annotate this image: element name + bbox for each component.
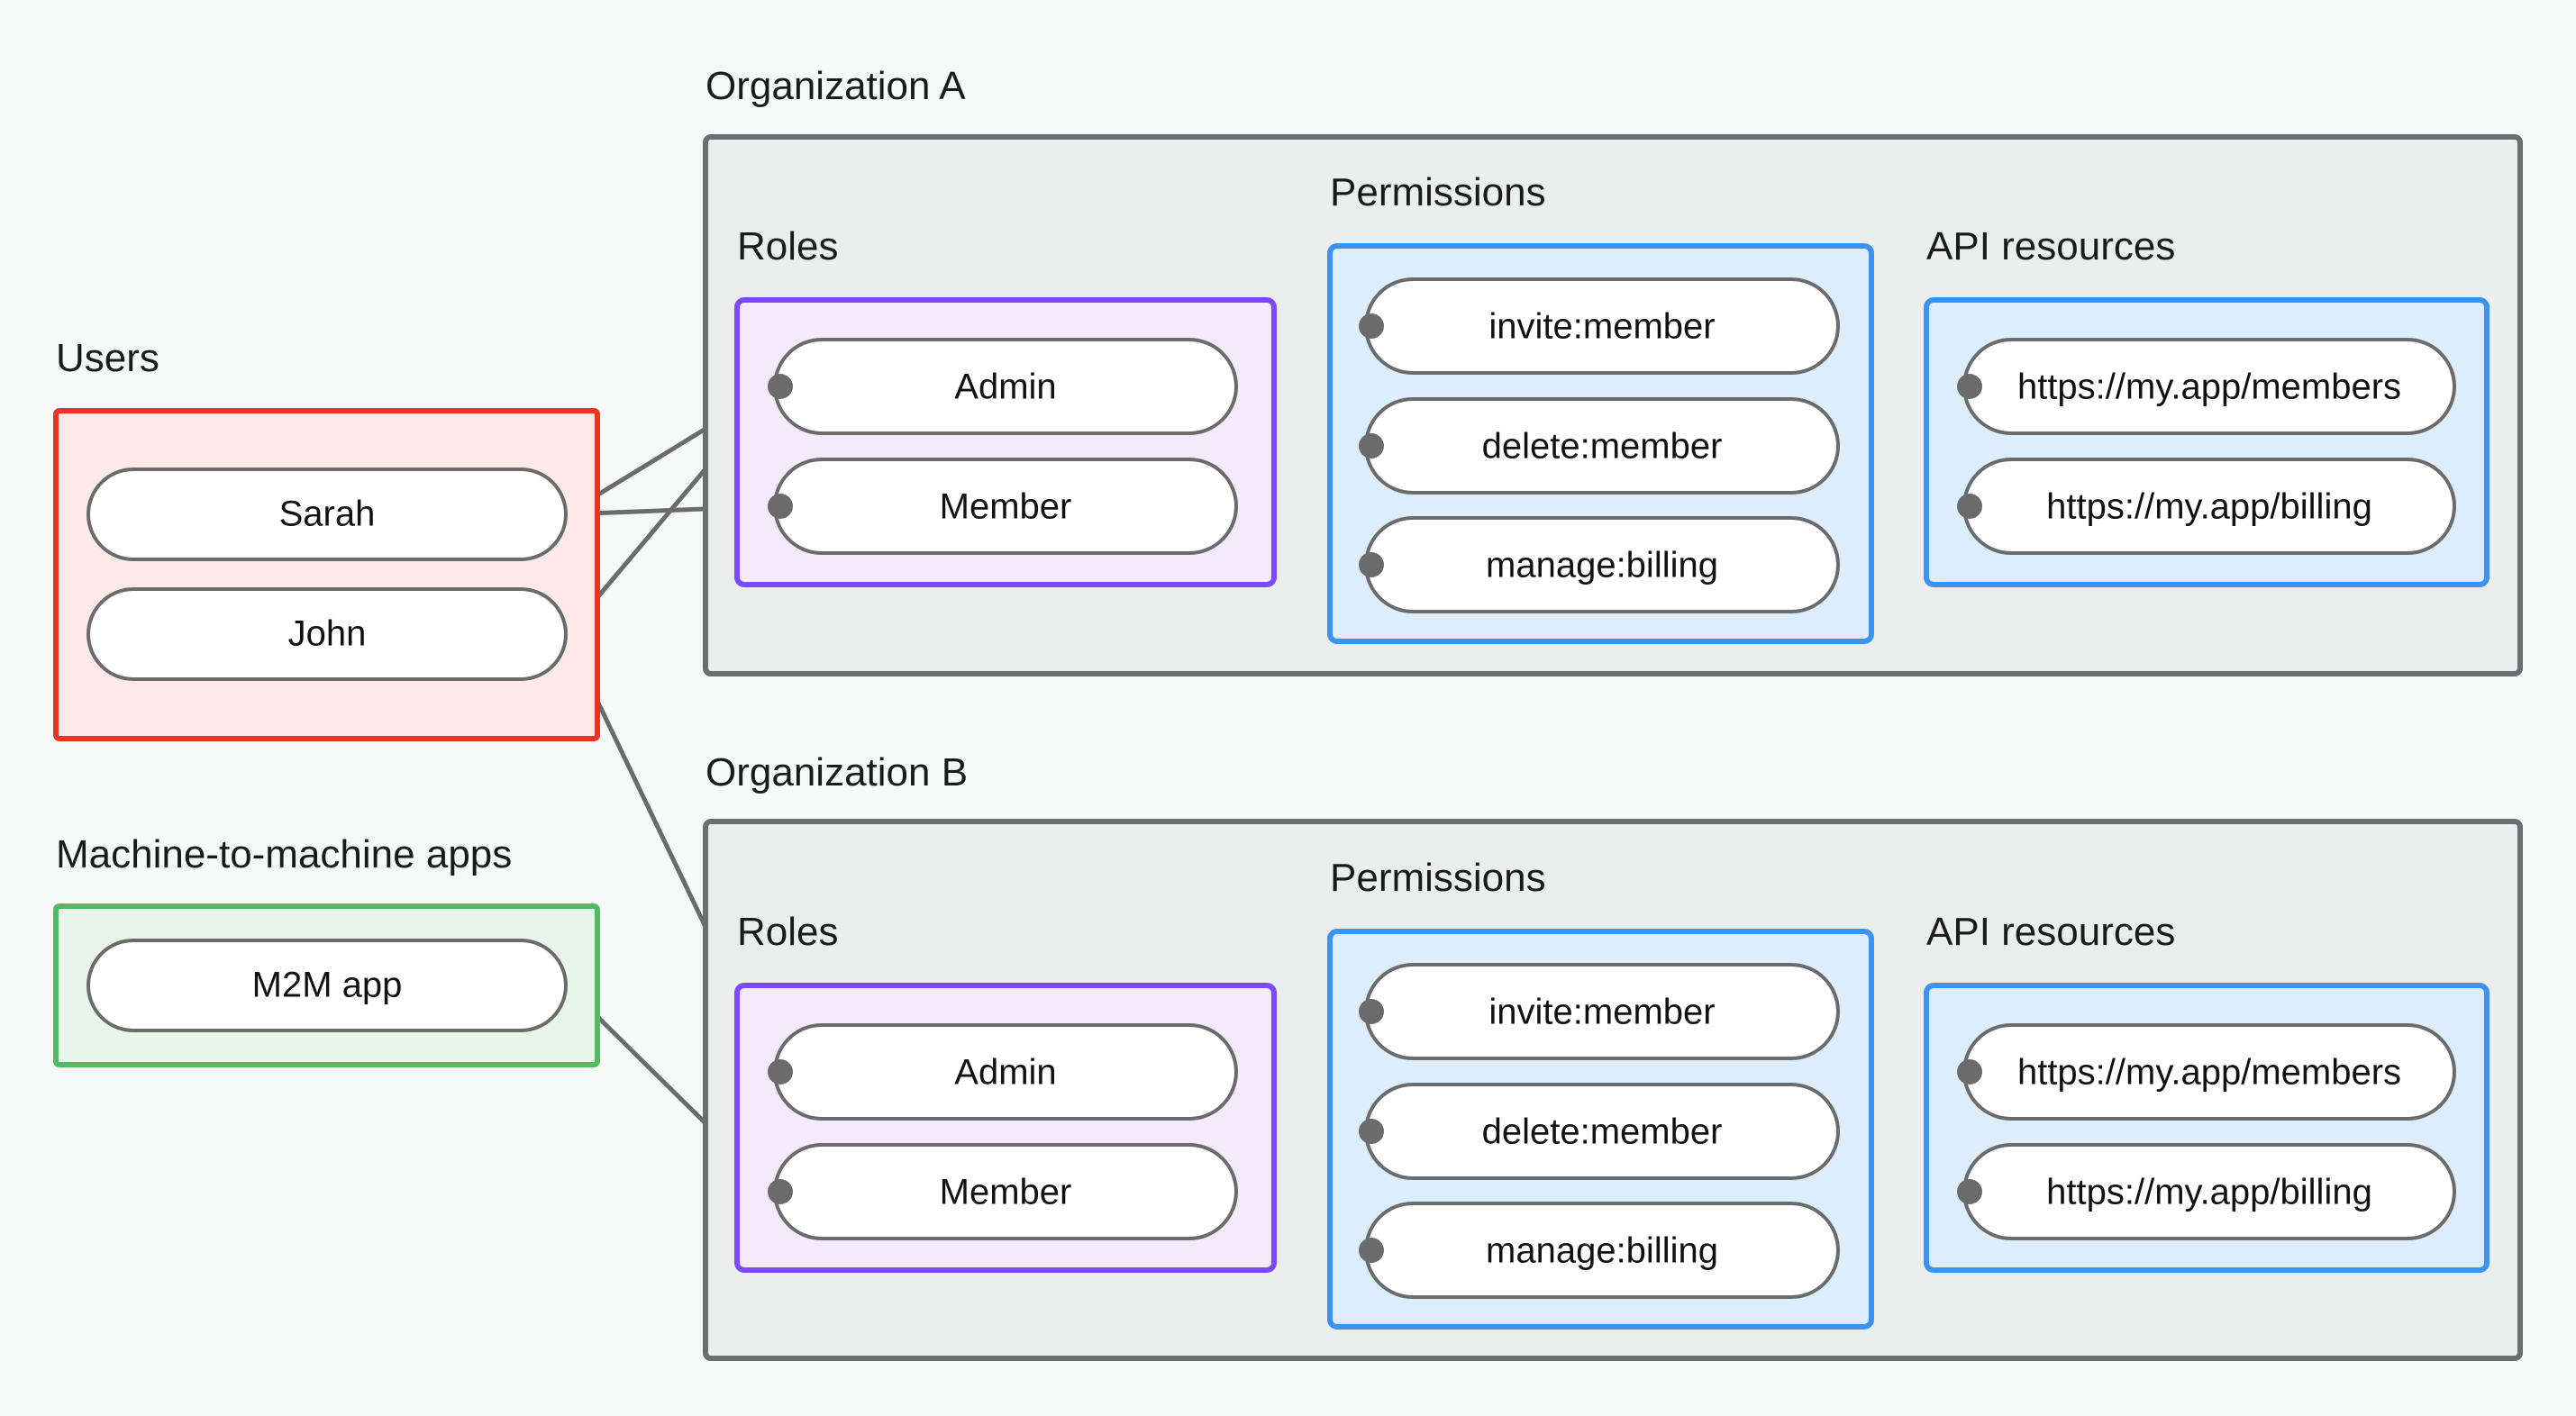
connector-endpoint-layer [768,313,1982,1263]
org-b-role-admin-label: Admin [954,1053,1056,1093]
dot-orgB-invite-in [1359,999,1384,1024]
org-b-role-admin[interactable]: Admin [773,1023,1238,1121]
dot-orgA-delete-in [1359,433,1384,458]
org-a-permission-delete-member[interactable]: delete:member [1364,397,1840,495]
dot-orgA-billingres-in [1957,494,1982,519]
dot-orgB-member-in [768,1179,793,1204]
org-b-permission-delete-member-label: delete:member [1482,1112,1723,1152]
org-b-permission-manage-billing-label: manage:billing [1486,1231,1718,1271]
users-container [53,408,600,741]
dot-orgA-invite-in [1359,313,1384,339]
dot-orgB-billing-in [1359,1238,1384,1263]
org-a-permissions-title: Permissions [1330,170,1546,214]
org-a-role-admin-label: Admin [954,368,1056,407]
org-a-roles-title: Roles [737,224,839,268]
org-a-role-member-label: Member [940,487,1072,527]
org-a-permission-manage-billing-label: manage:billing [1486,546,1718,585]
m2m-title: Machine-to-machine apps [56,832,512,876]
org-b-role-member-label: Member [940,1173,1072,1212]
org-a-title: Organization A [705,64,966,108]
user-node-sarah[interactable]: Sarah [86,467,568,561]
user-node-john-label: John [288,614,367,654]
m2m-node-app-label: M2M app [252,966,403,1005]
dot-orgB-admin-in [768,1059,793,1085]
org-b-permissions-title: Permissions [1330,856,1546,900]
org-a-api-resource-billing[interactable]: https://my.app/billing [1962,458,2456,555]
org-b-api-resource-billing[interactable]: https://my.app/billing [1962,1143,2456,1240]
dot-orgB-delete-in [1359,1119,1384,1144]
org-b-role-member[interactable]: Member [773,1143,1238,1240]
org-a-api-resource-members[interactable]: https://my.app/members [1962,338,2456,435]
dot-orgA-members-in [1957,374,1982,399]
org-b-title: Organization B [705,750,968,794]
org-a-api-resource-members-label: https://my.app/members [2017,368,2401,407]
org-a-permission-invite-member-label: invite:member [1488,307,1715,347]
org-b-permission-invite-member[interactable]: invite:member [1364,963,1840,1060]
org-b-api-resource-members[interactable]: https://my.app/members [1962,1023,2456,1121]
users-title: Users [56,336,159,380]
user-node-sarah-label: Sarah [279,495,376,534]
org-b-api-resources-title: API resources [1926,910,2175,954]
org-a-api-resources-title: API resources [1926,224,2175,268]
dot-orgB-billingres-in [1957,1179,1982,1204]
org-a-permission-invite-member[interactable]: invite:member [1364,277,1840,375]
org-b-permission-invite-member-label: invite:member [1488,993,1715,1032]
org-a-permission-delete-member-label: delete:member [1482,427,1723,467]
org-a-permission-manage-billing[interactable]: manage:billing [1364,516,1840,613]
dot-orgB-members-in [1957,1059,1982,1085]
org-b-permission-delete-member[interactable]: delete:member [1364,1083,1840,1180]
org-a-role-member[interactable]: Member [773,458,1238,555]
m2m-node-app[interactable]: M2M app [86,939,568,1032]
org-a-api-resource-billing-label: https://my.app/billing [2046,487,2372,527]
dot-orgA-member-in [768,494,793,519]
org-b-roles-title: Roles [737,910,839,954]
org-b-api-resource-members-label: https://my.app/members [2017,1053,2401,1093]
dot-orgA-billing-in [1359,552,1384,577]
org-b-api-resource-billing-label: https://my.app/billing [2046,1173,2372,1212]
org-b-permission-manage-billing[interactable]: manage:billing [1364,1202,1840,1299]
org-a-role-admin[interactable]: Admin [773,338,1238,435]
dot-orgA-admin-in [768,374,793,399]
user-node-john[interactable]: John [86,587,568,681]
